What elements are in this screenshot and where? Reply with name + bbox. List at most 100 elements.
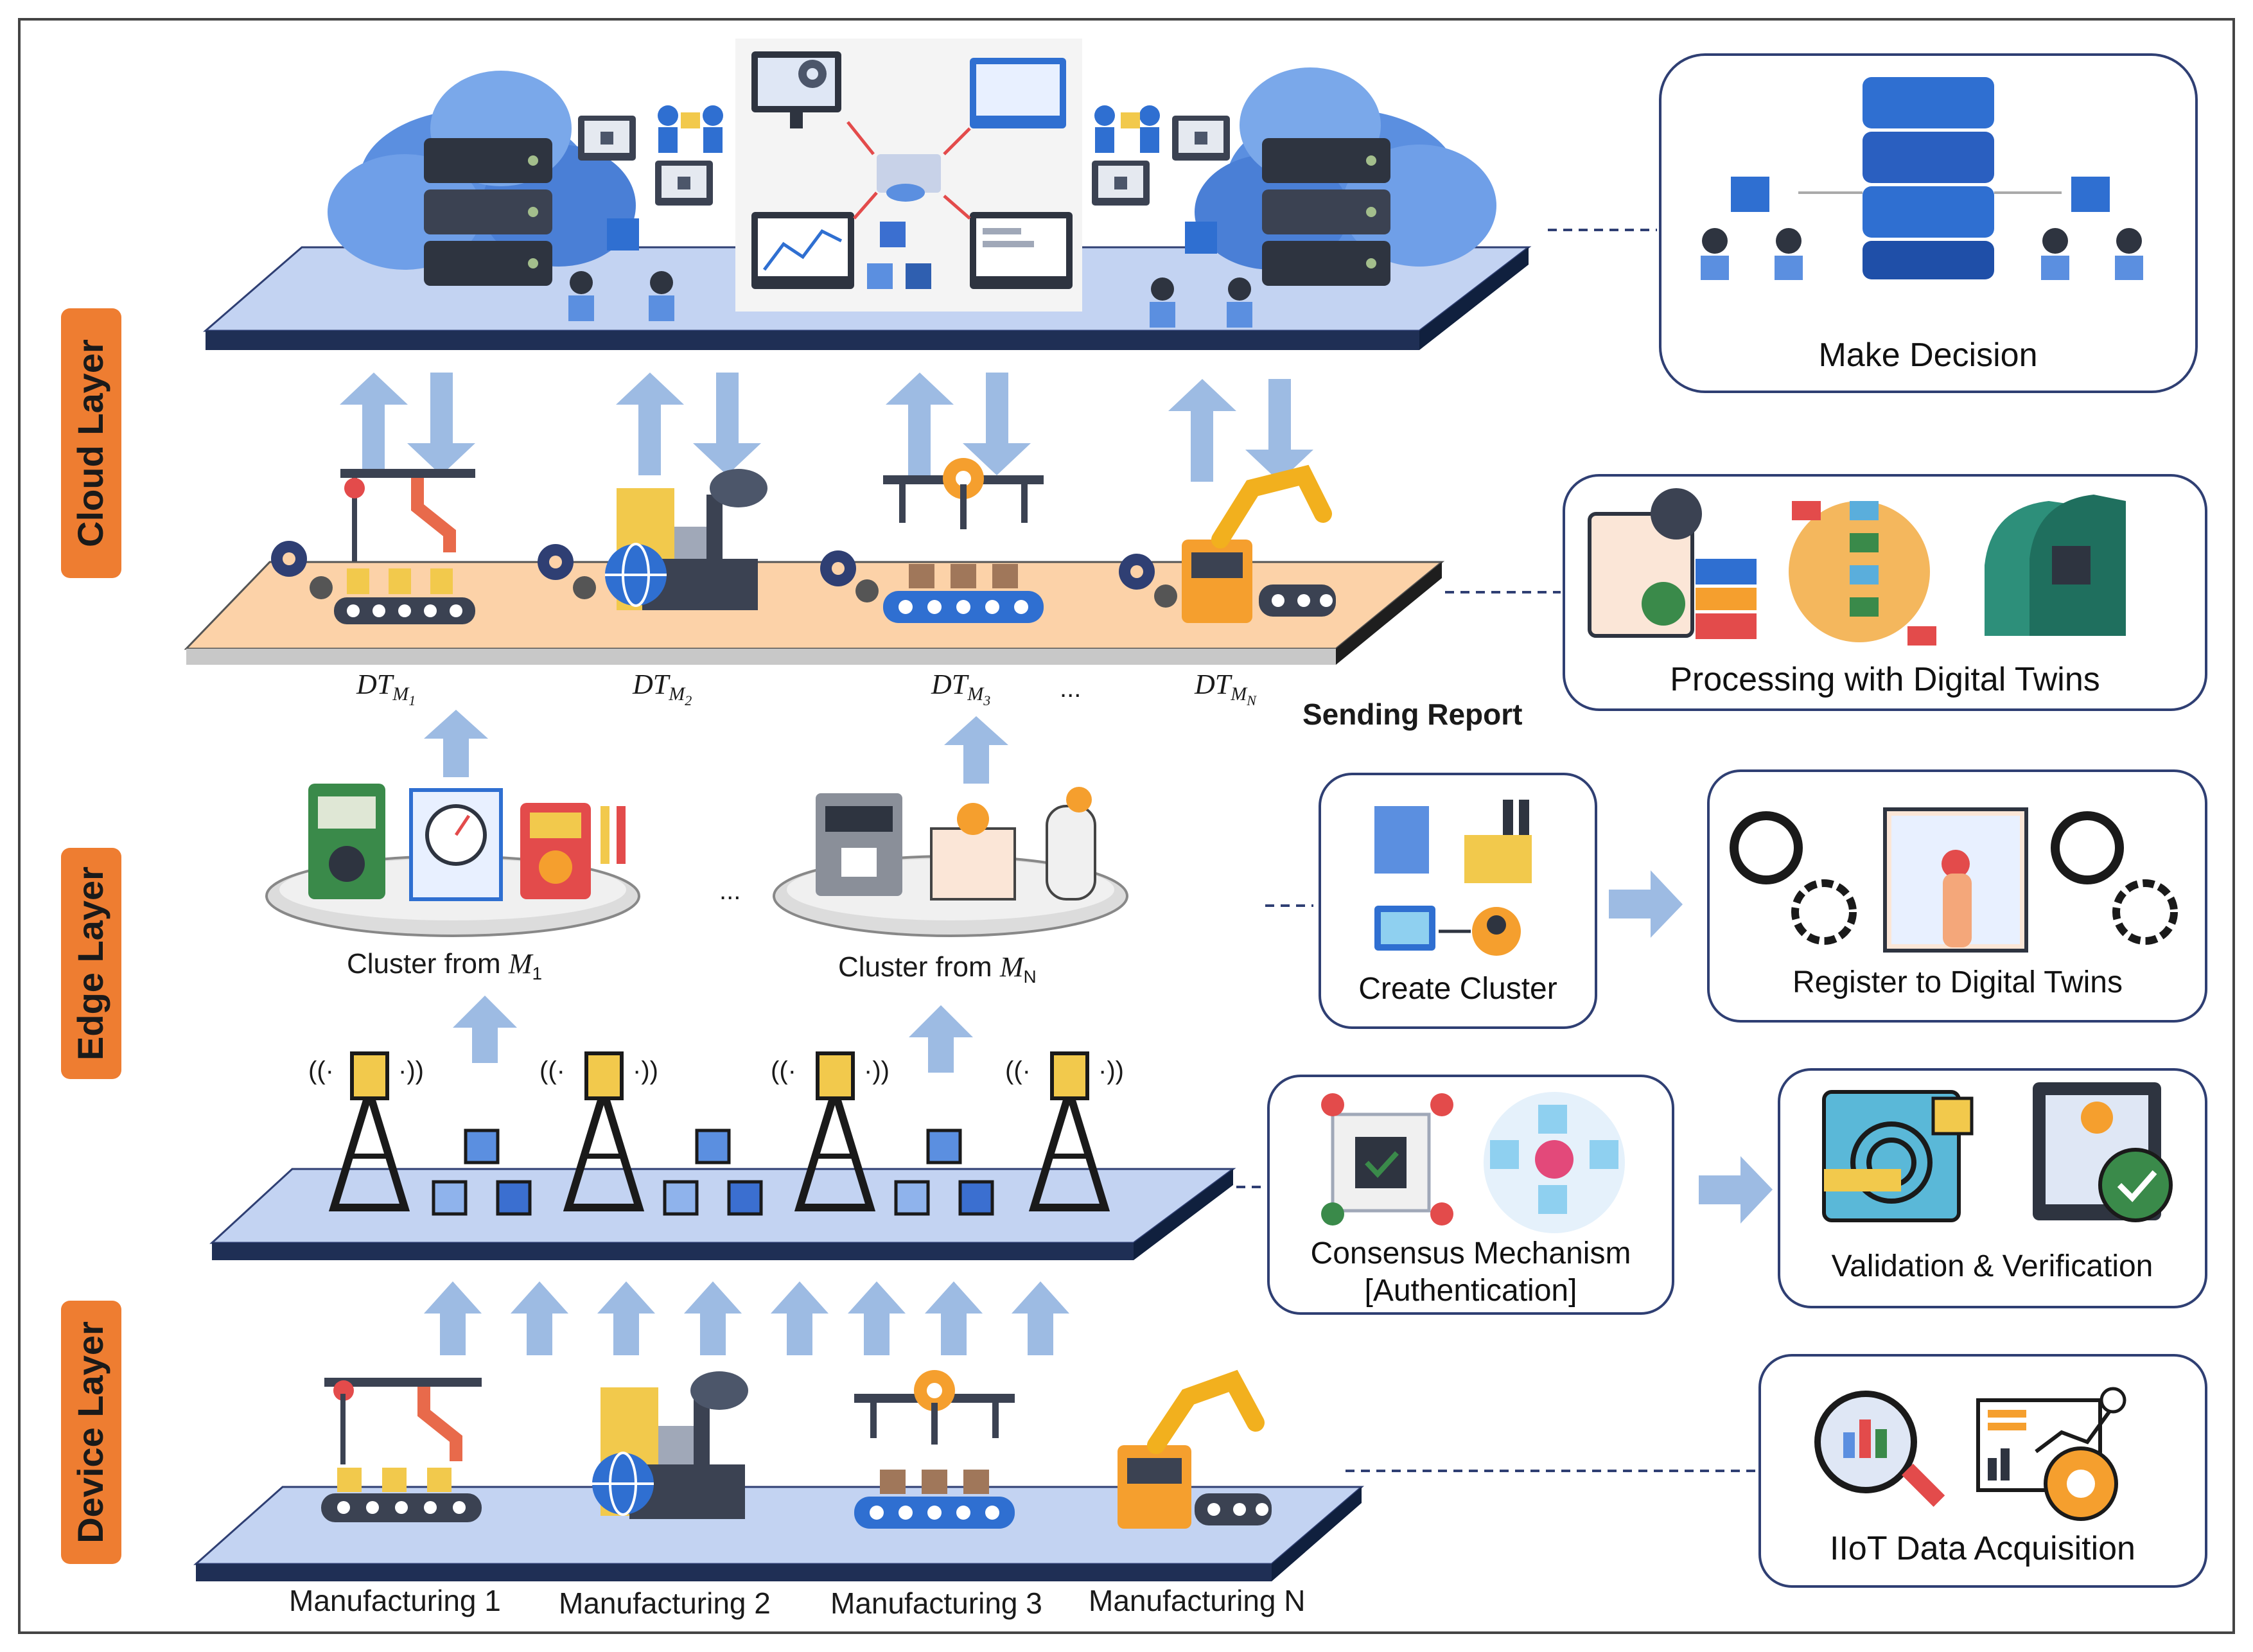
svg-text:DTM1: DTM1: [356, 669, 416, 708]
wifi-monitor-icon: [1374, 906, 1435, 951]
cluster-mn: [773, 787, 1128, 937]
worker-icon: [1150, 277, 1252, 328]
iiot-box: IIoT Data Acquisition: [1758, 1354, 2207, 1588]
building-icon: [1731, 177, 1769, 212]
blockchain-icon: [894, 1129, 994, 1216]
up-arrows-clusters-to-dt: [424, 710, 1008, 784]
gear-icon: [1119, 554, 1177, 608]
building-icon: [1374, 806, 1429, 874]
device-platform: [193, 1486, 1365, 1581]
dt-label-mn: DTMN: [1194, 669, 1257, 708]
device-layer-label: Device Layer: [70, 1321, 110, 1543]
cluster-m1-label: Cluster from M1: [347, 948, 542, 983]
arrow-create-to-register: [1609, 870, 1683, 938]
globe-icon: [605, 543, 667, 607]
cloud-layer-label: Cloud Layer: [70, 339, 110, 547]
monitor-icon: [970, 212, 1073, 289]
head-chip-icon: [1985, 495, 2126, 636]
worker-icon: [1701, 228, 1803, 280]
arrow-consensus-to-validation: [1699, 1156, 1773, 1224]
blockchain-icon: [1484, 1092, 1625, 1233]
gear-icon: [820, 550, 879, 602]
hand-touch-icon: [1883, 807, 2028, 953]
user-circle-icon: [1472, 907, 1521, 956]
create-cluster-box: Create Cluster: [1319, 773, 1597, 1029]
server-icon: [1798, 77, 2062, 279]
lock-icon: [578, 116, 636, 161]
validation-box: Validation & Verification: [1778, 1068, 2207, 1308]
svg-text:·)): ·)): [398, 1057, 424, 1085]
globe-icon: [592, 1452, 654, 1516]
worker-icon: [2041, 228, 2143, 280]
bidirectional-arrows: [340, 373, 1313, 482]
robot-arm-icon: [1118, 1369, 1272, 1529]
gauge-icon: [409, 788, 503, 901]
diagram-frame: [18, 18, 2235, 1634]
make-decision-label: Make Decision: [1818, 337, 2037, 374]
svg-text:((·: ((·: [1005, 1057, 1031, 1085]
manufacturing-label-n: Manufacturing N: [1089, 1584, 1306, 1617]
svg-text:DTM3: DTM3: [931, 669, 990, 708]
cluster-m1: [265, 784, 640, 937]
gear-icon: [1730, 811, 1857, 945]
manufacturing-label-1: Manufacturing 1: [289, 1584, 501, 1617]
consensus-box: Consensus Mechanism [Authentication]: [1267, 1075, 1674, 1315]
blockchain-icon: [663, 1129, 763, 1216]
up-arrows-towers-to-clusters: [453, 996, 973, 1073]
multimeter-icon: [520, 803, 626, 899]
manufacturing-label-2: Manufacturing 2: [559, 1586, 771, 1620]
robot-arm-icon: [340, 469, 475, 561]
svg-text:DTMN: DTMN: [1194, 669, 1257, 708]
cloud-services-panel: [735, 39, 1082, 312]
building-icon: [1185, 222, 1217, 254]
conveyor-icon: [883, 458, 1044, 623]
analytics-icon: [1976, 1387, 2126, 1521]
gear-icon: [271, 541, 333, 599]
lock-icon: [1172, 116, 1230, 161]
dt-label-m2: DTM2: [632, 669, 692, 708]
processing-label: Processing with Digital Twins: [1670, 661, 2100, 698]
tower-icon: ((· ·)): [771, 1051, 890, 1211]
sending-report-label: Sending Report: [1302, 698, 1522, 731]
processing-box: Processing with Digital Twins: [1563, 474, 2207, 711]
factory-icon: [1464, 800, 1532, 883]
cloud-layer-badge: Cloud Layer: [61, 308, 121, 578]
svg-text:·)): ·)): [633, 1057, 658, 1085]
up-arrows-device-to-edge: [424, 1281, 1069, 1355]
flowchart-icon: [1696, 559, 1757, 639]
factory-icon: [592, 1371, 748, 1519]
blockchain-icon: [867, 222, 931, 289]
svg-text:((·: ((·: [308, 1057, 334, 1085]
register-label: Register to Digital Twins: [1793, 965, 2123, 999]
magnifier-chart-icon: [1814, 1391, 1945, 1507]
tower-icon: ((··)): [1005, 1051, 1124, 1211]
gear-icon: [538, 544, 596, 599]
iiot-label: IIoT Data Acquisition: [1830, 1530, 2135, 1567]
gear-icon: [2051, 811, 2178, 945]
server-icon: [1262, 138, 1390, 286]
conveyor-icon: [321, 1378, 482, 1522]
flowchart-icon: [1789, 501, 1936, 646]
conveyor-icon: [334, 568, 475, 624]
tower-icon: ((· ·)): [308, 1051, 424, 1211]
svg-text:·)): ·)): [864, 1057, 890, 1085]
factory-icon: [617, 469, 767, 610]
manufacturing-label-3: Manufacturing 3: [830, 1586, 1042, 1620]
make-decision-box: Make Decision: [1659, 53, 2198, 393]
worker-icon: [568, 271, 674, 321]
lock-icon: [655, 161, 713, 206]
robot-arm-icon: [1182, 464, 1336, 623]
server-icon: [424, 138, 552, 286]
dt-label-m1: DTM1: [356, 669, 416, 708]
edge-platform: [209, 1168, 1236, 1260]
tower-icon: ((··)): [539, 1051, 658, 1211]
authentication-label: [Authentication]: [1365, 1274, 1577, 1308]
svg-text:((·: ((·: [771, 1057, 796, 1085]
blockchain-icon: [432, 1129, 532, 1216]
register-box: Register to Digital Twins: [1707, 769, 2207, 1023]
cluster-mn-label: Cluster from MN: [838, 951, 1037, 987]
multimeter-icon: [308, 784, 385, 899]
fingerprint-icon: [1822, 1090, 1974, 1222]
conveyor-icon: [854, 1370, 1015, 1529]
